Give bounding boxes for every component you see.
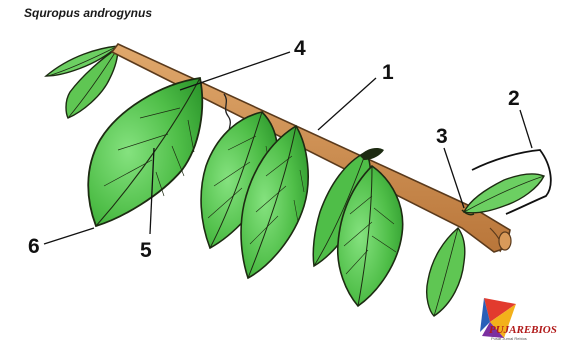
leaf-bottom-right <box>427 228 465 316</box>
diagram-title: Squropus androgynus <box>24 6 152 20</box>
label-3: 3 <box>436 126 448 147</box>
label-2: 2 <box>508 88 520 109</box>
logo-tagline: Pusat Jurnal Rebios <box>491 336 527 341</box>
pujarebios-logo: PUJAREBIOS Pusat Jurnal Rebios <box>476 292 566 344</box>
label-5: 5 <box>140 240 152 261</box>
leaf-small-petiole <box>464 174 544 213</box>
stipule <box>360 148 384 160</box>
label-1: 1 <box>382 62 394 83</box>
leaf-large-main <box>88 78 202 226</box>
label-6: 6 <box>28 236 40 257</box>
label-4: 4 <box>294 38 306 59</box>
logo-wordmark: PUJAREBIOS <box>489 324 557 336</box>
